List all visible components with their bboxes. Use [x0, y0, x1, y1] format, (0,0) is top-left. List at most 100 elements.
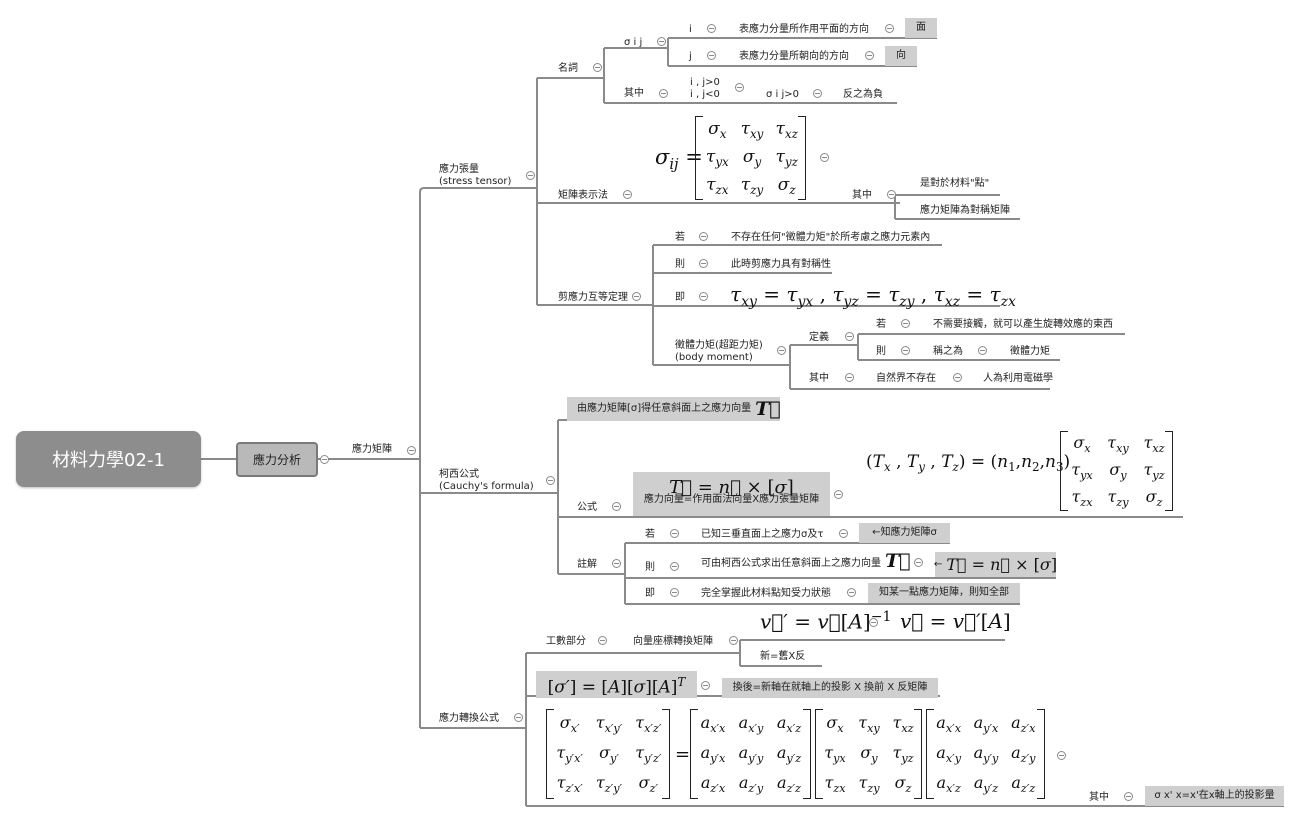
- root-node[interactable]: 材料力學02-1: [16, 431, 201, 487]
- stress-tensor-title[interactable]: 應力張量 (stress tensor): [439, 164, 512, 187]
- collapse-icon[interactable]: [593, 63, 602, 72]
- def-then-text[interactable]: 稱之為: [933, 346, 963, 357]
- body-where-label[interactable]: 其中: [809, 373, 829, 384]
- cauchy-formula-box[interactable]: T⃗ = n⃗ × [σ] 應力向量=作用面法向量X應力張量矩陣: [633, 472, 830, 516]
- collapse-icon[interactable]: [612, 502, 621, 511]
- sigma-ij-label[interactable]: σ i j: [624, 37, 643, 48]
- collapse-icon[interactable]: [953, 373, 962, 382]
- cauchy-arrow-box[interactable]: ← T⃗ = n⃗ × [σ]: [934, 552, 1057, 577]
- then-label[interactable]: 則: [675, 259, 685, 270]
- known-matrix-box[interactable]: ←知應力矩陣σ: [859, 523, 950, 543]
- collapse-icon[interactable]: [699, 259, 708, 268]
- collapse-icon[interactable]: [657, 37, 666, 46]
- then-text[interactable]: 此時剪應力具有對稱性: [731, 259, 831, 270]
- collapse-icon[interactable]: [707, 51, 716, 60]
- collapse-icon[interactable]: [526, 171, 535, 180]
- collapse-icon[interactable]: [845, 332, 854, 341]
- collapse-icon[interactable]: [320, 455, 329, 464]
- collapse-icon[interactable]: [839, 529, 848, 538]
- sigma-prime-box[interactable]: [σ′] = [A][σ][A]T: [536, 671, 697, 698]
- collapse-icon[interactable]: [701, 681, 710, 690]
- notes-then-label[interactable]: 則: [645, 562, 655, 573]
- def-if-label[interactable]: 若: [876, 319, 886, 330]
- collapse-icon[interactable]: [901, 346, 910, 355]
- notes-ie-label[interactable]: 即: [645, 588, 655, 599]
- math-part-label[interactable]: 工數部分: [546, 636, 586, 647]
- if-label[interactable]: 若: [675, 232, 685, 243]
- collapse-icon[interactable]: [978, 346, 987, 355]
- collapse-icon[interactable]: [707, 24, 716, 33]
- collapse-icon[interactable]: [670, 588, 679, 597]
- collapse-icon[interactable]: [659, 89, 668, 98]
- if-text[interactable]: 不存在任何"徵體力矩"於所考慮之應力元素內: [731, 232, 931, 243]
- j-description[interactable]: 表應力分量所朝向的方向: [739, 51, 849, 62]
- collapse-icon[interactable]: [699, 292, 708, 301]
- i-description[interactable]: 表應力分量所作用平面的方向: [739, 24, 869, 35]
- direction-box[interactable]: 向: [885, 46, 917, 66]
- collapse-icon[interactable]: [847, 588, 856, 597]
- collapse-icon[interactable]: [777, 346, 786, 355]
- notes-then-text[interactable]: 可由柯西公式求出任意斜面上之應力向量: [701, 558, 881, 569]
- main-topic-node[interactable]: 應力分析: [236, 442, 318, 477]
- branch-label[interactable]: 應力矩陣: [352, 444, 392, 455]
- collapse-icon[interactable]: [869, 618, 878, 627]
- where-label[interactable]: 其中: [624, 88, 644, 99]
- transform-caption-box[interactable]: 換後=新軸在就軸上的投影 X 換前 X 反矩陣: [722, 678, 938, 698]
- ij-positive[interactable]: i , j>0: [690, 77, 720, 88]
- vector-transform-label[interactable]: 向量座標轉換矩陣: [633, 636, 713, 647]
- collapse-icon[interactable]: [729, 636, 738, 645]
- transform-title[interactable]: 應力轉換公式: [439, 713, 499, 724]
- projection-box[interactable]: σ x' x=x'在x軸上的投影量: [1145, 786, 1284, 806]
- collapse-icon[interactable]: [901, 319, 910, 328]
- transform-where-label[interactable]: 其中: [1089, 792, 1109, 803]
- def-if-text[interactable]: 不需要接觸，就可以產生旋轉效應的東西: [933, 319, 1113, 330]
- not-in-nature[interactable]: 自然界不存在: [876, 373, 936, 384]
- collapse-icon[interactable]: [699, 232, 708, 241]
- notes-ie-text[interactable]: 完全掌握此材料點知受力狀態: [701, 588, 831, 599]
- collapse-icon[interactable]: [865, 51, 874, 60]
- collapse-icon[interactable]: [632, 292, 641, 301]
- symmetric-note[interactable]: 應力矩陣為對稱矩陣: [920, 205, 1010, 216]
- collapse-icon[interactable]: [407, 446, 416, 455]
- collapse-icon[interactable]: [914, 558, 923, 567]
- terms-label[interactable]: 名詞: [558, 63, 578, 74]
- sigma-positive[interactable]: σ i j>0: [766, 89, 799, 100]
- body-moment-label[interactable]: 徵體力矩(超距力矩) (body moment): [675, 340, 763, 363]
- notes-if-label[interactable]: 若: [645, 529, 655, 540]
- collapse-icon[interactable]: [623, 190, 632, 199]
- collapse-icon[interactable]: [813, 89, 822, 98]
- collapse-icon[interactable]: [546, 476, 555, 485]
- i-label[interactable]: i: [689, 24, 692, 35]
- new-equals-old[interactable]: 新=舊X反: [760, 651, 806, 662]
- collapse-icon[interactable]: [735, 83, 744, 92]
- j-label[interactable]: j: [689, 51, 692, 62]
- face-box[interactable]: 面: [905, 18, 937, 38]
- collapse-icon[interactable]: [887, 190, 896, 199]
- collapse-icon[interactable]: [598, 636, 607, 645]
- artificial-em[interactable]: 人為利用電磁學: [983, 373, 1053, 384]
- body-moment-name[interactable]: 徵體力矩: [1010, 346, 1050, 357]
- cauchy-intro-box[interactable]: 由應力矩陣[σ]得任意斜面上之應力向量 T⃗: [567, 397, 781, 421]
- know-all-box[interactable]: 知某一點應力矩陣，則知全部: [868, 583, 1020, 603]
- matrix-label[interactable]: 矩陣表示法: [558, 190, 608, 201]
- collapse-icon[interactable]: [612, 559, 621, 568]
- notes-label[interactable]: 註解: [577, 559, 597, 570]
- collapse-icon[interactable]: [670, 529, 679, 538]
- notes-if-text[interactable]: 已知三垂直面上之應力σ及τ: [701, 529, 824, 540]
- collapse-icon[interactable]: [670, 562, 679, 571]
- collapse-icon[interactable]: [885, 24, 894, 33]
- ij-negative[interactable]: i , j<0: [690, 89, 720, 100]
- negative-otherwise[interactable]: 反之為負: [843, 89, 883, 100]
- matrix-where[interactable]: 其中: [852, 190, 872, 201]
- cauchy-title[interactable]: 柯西公式 (Cauchy's formula): [439, 469, 534, 492]
- definition-label[interactable]: 定義: [809, 332, 829, 343]
- collapse-icon[interactable]: [1057, 751, 1066, 760]
- def-then-label[interactable]: 則: [876, 346, 886, 357]
- collapse-icon[interactable]: [820, 153, 829, 162]
- collapse-icon[interactable]: [845, 373, 854, 382]
- material-point-note[interactable]: 是對於材料"點": [920, 178, 990, 189]
- formula-label[interactable]: 公式: [577, 502, 597, 513]
- collapse-icon[interactable]: [514, 713, 523, 722]
- collapse-icon[interactable]: [834, 490, 843, 499]
- ie-label[interactable]: 即: [675, 292, 685, 303]
